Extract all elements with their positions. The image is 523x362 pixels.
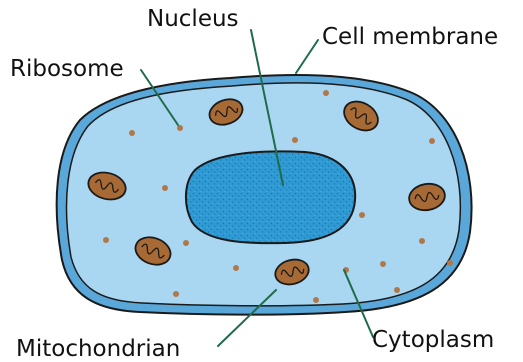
ribosome [233, 265, 239, 271]
ribosome [323, 90, 329, 96]
ribosome [129, 130, 135, 136]
ribosome-label: Ribosome [10, 56, 124, 82]
ribosome [183, 240, 189, 246]
ribosome [162, 185, 168, 191]
ribosome [313, 297, 319, 303]
ribosome [103, 237, 109, 243]
mitochondrion-label: Mitochondrian [16, 336, 180, 362]
ribosome [173, 291, 179, 297]
ribosome [292, 137, 298, 143]
ribosome [429, 138, 435, 144]
ribosome [394, 287, 400, 293]
cytoplasm-label: Cytoplasm [372, 327, 494, 353]
ribosome [447, 260, 453, 266]
nucleus [186, 151, 355, 243]
cell-membrane-label: Cell membrane [322, 24, 498, 50]
ribosome [359, 212, 365, 218]
cell-membrane-leader-line [296, 40, 318, 73]
nucleus-label: Nucleus [147, 6, 239, 32]
ribosome [380, 261, 386, 267]
ribosome [419, 238, 425, 244]
